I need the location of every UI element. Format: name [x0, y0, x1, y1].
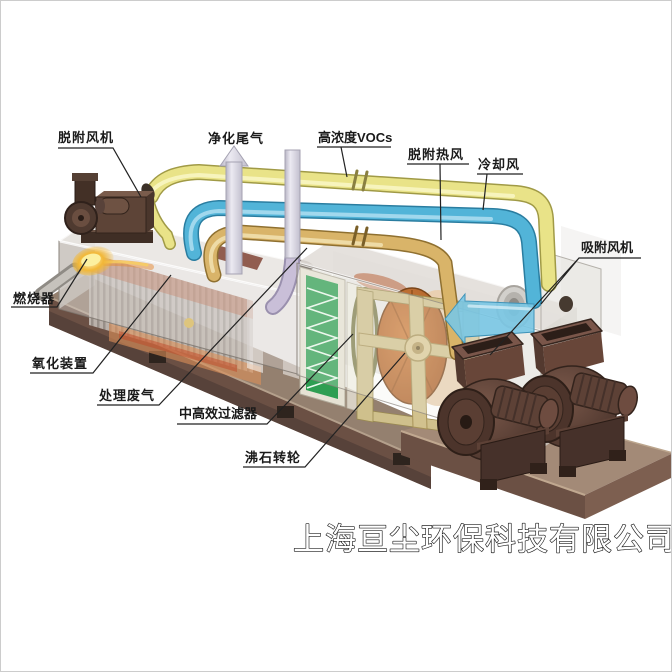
- fan-inlet-port: [559, 296, 573, 312]
- exhaust-stacks: [219, 145, 301, 275]
- burner-assembly: [34, 246, 154, 301]
- cooling-air-pipe: [183, 199, 542, 309]
- second-stack: [284, 149, 301, 259]
- label-high-concentration-vocs: 高浓度VOCs: [318, 130, 393, 145]
- label-desorption-hot-air: 脱附热风: [408, 147, 465, 162]
- label-oxidation-unit: 氧化装置: [32, 356, 89, 371]
- label-purified-exhaust: 净化尾气: [208, 131, 265, 146]
- label-cooling-air: 冷却风: [478, 157, 521, 172]
- label-medium-high-efficiency-filter: 中高效过滤器: [179, 406, 258, 421]
- desorption-hot-air-pipe: [203, 224, 465, 361]
- label-desorption-fan: 脱附风机: [58, 130, 115, 145]
- company-watermark: 上海亘尘环保科技有限公司: [293, 522, 671, 558]
- purified-exhaust-stack: [219, 145, 249, 275]
- label-burner: 燃烧器: [13, 291, 56, 306]
- leader-lines: [11, 146, 641, 468]
- label-adsorption-fan: 吸附风机: [581, 240, 634, 255]
- desorption-blower: [64, 173, 154, 243]
- label-treated-waste-gas: 处理废气: [99, 388, 156, 403]
- duct-pipes: [141, 163, 557, 361]
- label-zeolite-rotor: 沸石转轮: [245, 450, 302, 465]
- filter-bank: [299, 266, 362, 413]
